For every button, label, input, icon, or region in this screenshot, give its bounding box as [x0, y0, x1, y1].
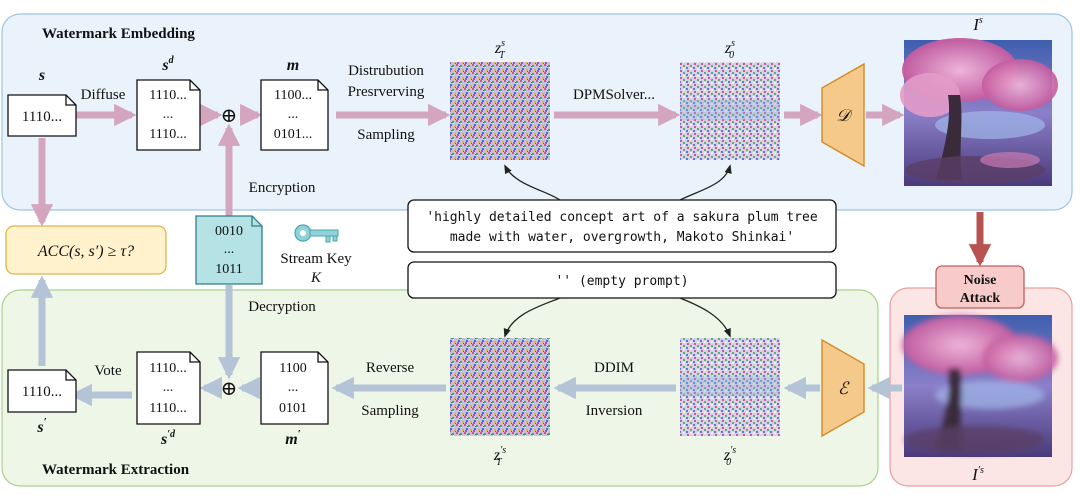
- noise-attack-line-2: Attack: [960, 291, 1001, 306]
- empty-to-zTprime-arrow: [503, 297, 561, 338]
- latent-z0-image: [680, 62, 780, 160]
- empty-to-z0prime-arrow: [679, 297, 731, 338]
- latent-z0prime-image: [680, 338, 780, 436]
- prompt-box: [407, 199, 837, 253]
- label-I-prime-s: I′s: [971, 465, 984, 484]
- label-s: s: [38, 67, 45, 84]
- step-dpmsolver: DPMSolver...: [573, 87, 655, 103]
- xor-icon: ⊕: [221, 105, 238, 127]
- doc-m-line-1: 1100...: [274, 88, 312, 103]
- encoder-block: [821, 338, 865, 438]
- doc-s: 1110...: [7, 94, 77, 137]
- step-vote: Vote: [94, 363, 122, 379]
- doc-s-d-line-2: ...: [163, 107, 174, 122]
- doc-s-prime: 1110...: [7, 369, 77, 413]
- doc-m-prime: 1100 ... 0101: [260, 351, 329, 425]
- doc-s-prime-d-line-1: 1110...: [149, 361, 186, 376]
- decoder-block: [821, 62, 865, 168]
- doc-m-prime-line-2: ...: [288, 380, 299, 395]
- doc-s-prime-d-line-2: ...: [163, 380, 174, 395]
- empty-prompt-text: '' (empty prompt): [555, 274, 688, 289]
- doc-key: 0010 ... 1011: [195, 215, 263, 285]
- step-decryption: Decryption: [248, 299, 316, 315]
- doc-m-line-3: 0101...: [274, 127, 313, 142]
- sakura-tree-artwork: [900, 38, 1058, 186]
- noise-attack-line-1: Noise: [964, 273, 997, 288]
- stream-key-symbol: K: [310, 270, 322, 286]
- prompt-line-2: made with water, overgrowth, Makoto Shin…: [450, 230, 794, 245]
- embedding-title: Watermark Embedding: [42, 26, 195, 42]
- doc-m-line-2: ...: [288, 107, 299, 122]
- extraction-title: Watermark Extraction: [42, 462, 190, 478]
- doc-m: 1100... ... 0101...: [260, 79, 329, 151]
- prompt-to-z0-arrow: [679, 164, 732, 201]
- doc-key-line-1: 0010: [215, 224, 243, 239]
- attacked-artwork: [902, 315, 1058, 457]
- doc-m-prime-line-3: 0101: [279, 401, 307, 416]
- label-m-prime: m′: [285, 428, 301, 448]
- step-ddim-2: Inversion: [586, 403, 643, 419]
- acc-text: ACC(s, s′) ≥ τ?: [37, 243, 134, 260]
- acc-box: [5, 225, 167, 275]
- doc-s-prime-d: 1110... ... 1110...: [136, 351, 201, 425]
- empty-prompt-box: [407, 261, 837, 299]
- step-diffuse: Diffuse: [81, 87, 126, 103]
- step-distribution-3: Sampling: [357, 127, 415, 143]
- label-s-prime-d: s′d: [160, 429, 176, 448]
- decoder-label: 𝒟: [836, 106, 853, 125]
- prompt-line-1: 'highly detailed concept art of a sakura…: [426, 210, 818, 225]
- doc-s-d-line-1: 1110...: [149, 88, 186, 103]
- doc-s-prime-d-line-3: 1110...: [149, 401, 186, 416]
- step-reverse-1: Reverse: [366, 360, 415, 376]
- encoder-label: ℰ: [838, 379, 850, 398]
- key-icon: [294, 224, 339, 243]
- doc-m-prime-line-1: 1100: [279, 361, 306, 376]
- step-encryption: Encryption: [249, 180, 316, 196]
- stream-key-label: Stream Key: [280, 251, 352, 267]
- label-I-s: Is: [972, 15, 983, 34]
- step-ddim-1: DDIM: [594, 360, 634, 376]
- doc-s-line: 1110...: [22, 109, 62, 125]
- noise-attack-box: [935, 265, 1025, 309]
- label-m: m: [287, 57, 299, 74]
- latent-zTprime-image: [450, 338, 550, 436]
- label-s-d: sd: [161, 55, 174, 74]
- doc-key-line-2: ...: [224, 242, 235, 257]
- doc-s-prime-line: 1110...: [22, 384, 62, 400]
- doc-s-d: 1110... ... 1110...: [136, 79, 201, 151]
- latent-zT-image: [450, 62, 550, 160]
- step-distribution-2: Presrverving: [348, 84, 425, 100]
- prompt-to-zT-arrow: [504, 164, 561, 201]
- step-reverse-2: Sampling: [361, 403, 419, 419]
- doc-s-d-line-3: 1110...: [149, 127, 186, 142]
- label-s-prime: s′: [36, 416, 46, 436]
- xor-icon-bottom: ⊕: [221, 378, 238, 400]
- doc-key-line-3: 1011: [215, 262, 242, 277]
- step-distribution-1: Distrubution: [348, 63, 424, 79]
